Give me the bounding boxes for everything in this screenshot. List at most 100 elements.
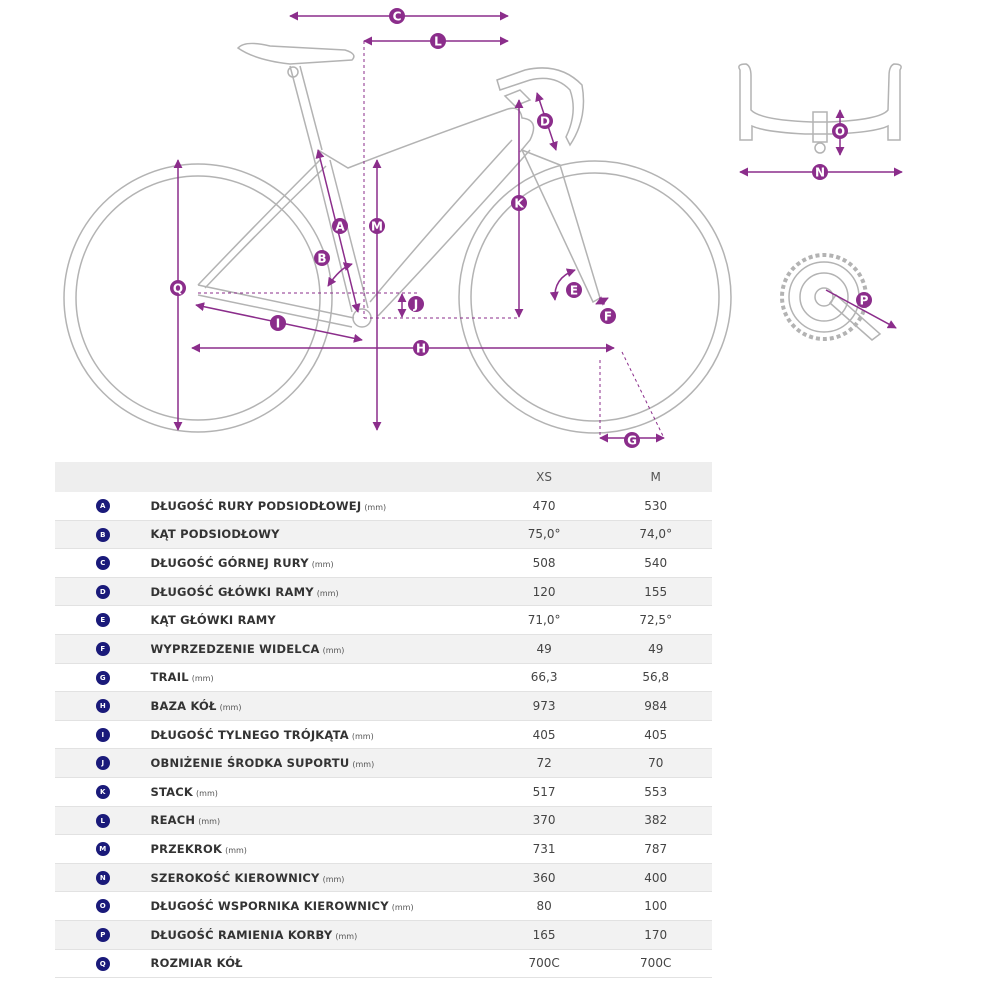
seatpost: [289, 65, 323, 151]
header-letter: [55, 462, 151, 492]
measure-name: OBNIŻENIE ŚRODKA SUPORTU: [150, 756, 350, 771]
letter-badge: I: [95, 727, 110, 742]
row-letter: K: [55, 777, 151, 807]
letter-badge: K: [95, 784, 110, 799]
value-m: 553: [599, 777, 712, 807]
value-xs: 71,0°: [488, 605, 600, 635]
table-row: B KĄT PODSIODŁOWY 75,0°74,0°: [55, 520, 712, 550]
measure-name: SZEROKOŚĆ KIEROWNICY: [150, 870, 320, 885]
value-xs: 120: [488, 577, 600, 607]
letter-badge: B: [95, 527, 110, 542]
marker-g: G: [624, 432, 640, 448]
marker-p: P: [856, 292, 872, 308]
letter-badge: P: [95, 927, 110, 942]
marker-c: C: [389, 8, 405, 24]
header-size-m: M: [599, 462, 712, 492]
measure-unit: (mm): [198, 817, 221, 827]
value-m: 382: [599, 806, 712, 836]
svg-text:K: K: [514, 197, 524, 211]
row-letter: C: [55, 548, 151, 578]
measure-name: STACK: [150, 784, 194, 799]
row-letter: E: [55, 605, 151, 635]
value-m: 49: [599, 634, 712, 664]
value-m: 400: [599, 863, 712, 893]
measure-name: TRAIL: [150, 670, 189, 685]
table-header-row: XS M: [55, 462, 712, 492]
letter-badge: D: [95, 584, 110, 599]
row-name: BAZA KÓŁ(mm): [150, 691, 489, 721]
value-xs: 360: [488, 863, 600, 893]
value-xs: 72: [488, 748, 600, 778]
down-tube: [369, 139, 531, 317]
marker-j: J: [408, 296, 424, 312]
bike-outline: [63, 42, 902, 434]
value-m: 787: [599, 834, 712, 864]
value-m: 984: [599, 691, 712, 721]
letter-badge: F: [95, 642, 110, 657]
measure-name: PRZEKROK: [150, 841, 223, 856]
measure-unit: (mm): [351, 731, 374, 741]
letter-badge: H: [95, 699, 110, 714]
marker-a: A: [332, 218, 348, 234]
letter-badge: E: [95, 613, 110, 628]
measure-unit: (mm): [322, 874, 345, 884]
value-xs: 405: [488, 720, 600, 750]
measure-name: REACH: [150, 813, 196, 828]
saddle: [236, 42, 355, 65]
value-m: 540: [599, 548, 712, 578]
row-letter: N: [55, 863, 151, 893]
stem-side: [503, 89, 532, 107]
measure-name: DŁUGOŚĆ TYLNEGO TRÓJKĄTA: [150, 727, 349, 742]
letter-badge: A: [95, 499, 110, 514]
letter-badge: G: [95, 670, 110, 685]
row-letter: L: [55, 806, 151, 836]
marker-h: H: [413, 340, 429, 356]
handlebar-front: [738, 63, 902, 141]
measure-unit: (mm): [311, 559, 334, 569]
letter-badge: N: [95, 870, 110, 885]
measure-name: DŁUGOŚĆ RAMIENIA KORBY: [150, 927, 333, 942]
row-letter: O: [55, 891, 151, 921]
measure-name: ROZMIAR KÓŁ: [150, 956, 243, 971]
row-letter: M: [55, 834, 151, 864]
value-m: 700C: [599, 949, 712, 979]
value-xs: 75,0°: [488, 520, 600, 550]
measure-name: DŁUGOŚĆ WSPORNIKA KIEROWNICY: [150, 899, 389, 914]
marker-i: I: [270, 315, 286, 331]
value-xs: 370: [488, 806, 600, 836]
measure-unit: (mm): [335, 931, 358, 941]
row-letter: P: [55, 920, 151, 950]
value-m: 405: [599, 720, 712, 750]
row-name: ROZMIAR KÓŁ: [150, 949, 489, 979]
measure-name: KĄT GŁÓWKI RAMY: [150, 613, 276, 628]
marker-b: B: [314, 250, 330, 266]
value-m: 155: [599, 577, 712, 607]
svg-text:C: C: [393, 10, 402, 24]
measure-name: DŁUGOŚĆ RURY PODSIODŁOWEJ: [150, 498, 362, 513]
measure-unit: (mm): [322, 645, 345, 655]
measure-name: DŁUGOŚĆ GŁÓWKI RAMY: [150, 584, 314, 599]
measure-name: KĄT PODSIODŁOWY: [150, 527, 280, 542]
value-xs: 165: [488, 920, 600, 950]
svg-text:A: A: [335, 220, 345, 234]
letter-badge: J: [95, 756, 110, 771]
stem-front: [812, 111, 828, 143]
value-m: 74,0°: [599, 520, 712, 550]
row-name: DŁUGOŚĆ GŁÓWKI RAMY(mm): [150, 577, 489, 607]
measure-unit: (mm): [191, 674, 214, 684]
row-name: SZEROKOŚĆ KIEROWNICY(mm): [150, 863, 489, 893]
header-name: [150, 462, 489, 492]
angle-arc-e: [549, 268, 576, 301]
